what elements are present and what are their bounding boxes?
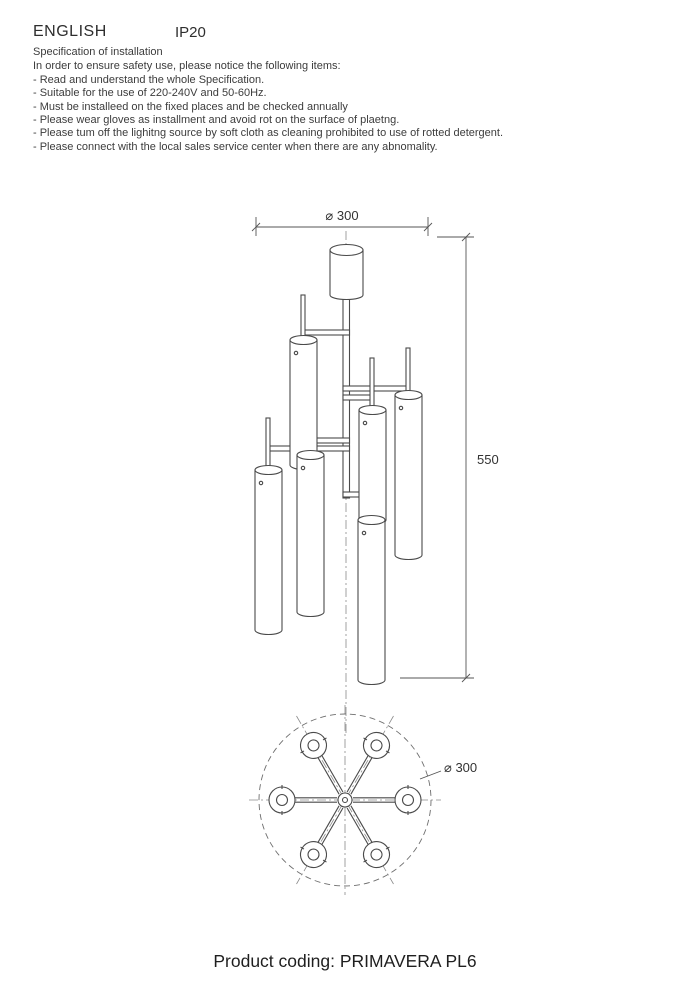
tube-3	[254, 464, 283, 636]
tube-5	[394, 389, 423, 561]
plan-lamp	[346, 805, 391, 869]
spec-item: - Please wear gloves as installment and …	[33, 114, 400, 127]
installation-spec: Specification of installation In order t…	[33, 46, 503, 154]
top-diameter-dimension-label: ⌀ 300	[325, 208, 358, 223]
plan-hub	[337, 792, 353, 808]
tube-1	[289, 334, 318, 471]
stem	[369, 357, 375, 414]
stems	[265, 294, 411, 524]
spec-item: - Must be installeed on the fixed places…	[33, 100, 348, 113]
top-diameter-dimension	[251, 217, 433, 236]
stem	[265, 417, 271, 474]
pendant-body	[254, 243, 423, 686]
plan-lamp	[346, 731, 391, 795]
ip-rating-label: IP20	[175, 24, 206, 41]
canopy	[329, 243, 364, 301]
tube-6	[357, 514, 386, 686]
spec-title: Specification of installation	[33, 46, 163, 58]
plan-diameter-dimension-label: ⌀ 300	[444, 760, 477, 775]
tube-4	[358, 404, 387, 526]
height-dimension	[400, 232, 474, 683]
plan-lamps	[268, 731, 422, 869]
product-coding: Product coding: PRIMAVERA PL6	[213, 951, 477, 971]
arm	[302, 329, 351, 336]
side-view: ⌀ 300 550	[251, 208, 499, 736]
spec-item: - Please connect with the local sales se…	[33, 140, 438, 153]
arms	[267, 329, 409, 498]
height-dimension-label: 550	[477, 452, 499, 467]
plan-lamp	[299, 805, 344, 869]
spec-intro: In order to ensure safety use, please no…	[33, 60, 341, 73]
arm	[342, 385, 409, 392]
tube-2	[296, 449, 325, 618]
plan-view: ⌀ 300	[249, 705, 477, 895]
plan-lamp	[268, 785, 337, 815]
spec-item: - Suitable for the use of 220-240V and 5…	[33, 87, 267, 100]
arm	[342, 394, 373, 401]
plan-diameter-leader-line	[419, 770, 442, 780]
plan-lamp	[353, 785, 422, 815]
plan-lamp	[299, 731, 344, 795]
language-label: ENGLISH	[33, 23, 107, 40]
plan-diameter-circle	[258, 713, 432, 887]
spec-item: - Read and understand the whole Specific…	[33, 73, 265, 86]
spec-item: - Please tum off the lighitng source by …	[33, 127, 504, 140]
